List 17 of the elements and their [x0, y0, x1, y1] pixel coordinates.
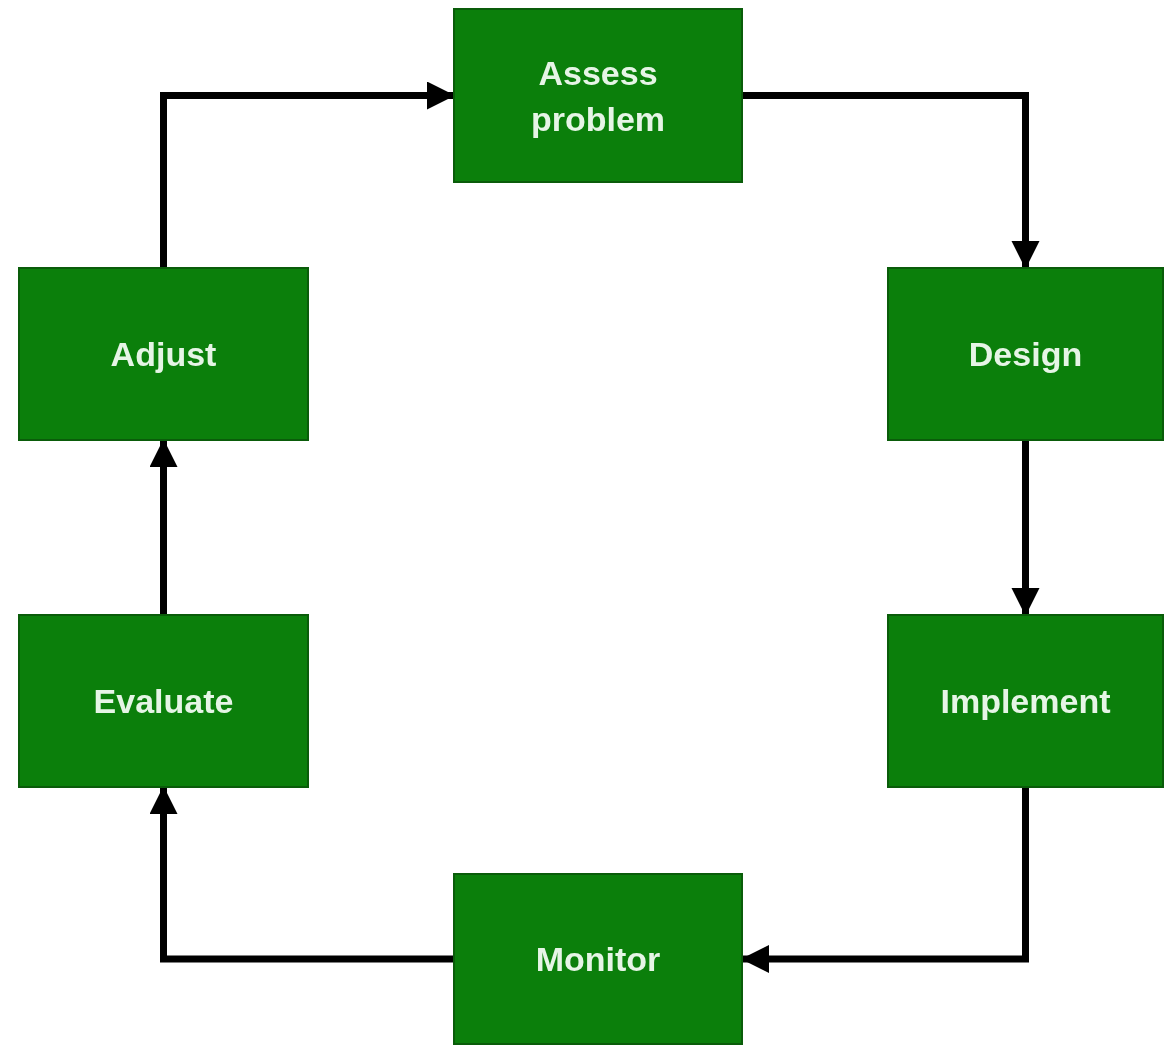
- process-box: [887, 267, 1164, 441]
- box-label: Design: [968, 334, 1083, 375]
- box-label: Monitor: [535, 939, 661, 980]
- process-box: [453, 873, 743, 1045]
- arrow: [149, 439, 178, 614]
- arrow: [160, 81, 455, 267]
- box-label: Evaluate: [93, 681, 234, 722]
- process-box: [453, 8, 743, 183]
- process-box: [887, 614, 1164, 788]
- box-label: Adjust: [110, 334, 217, 375]
- arrow: [1011, 441, 1040, 616]
- box-label: Implement: [940, 681, 1111, 722]
- arrow: [743, 92, 1040, 269]
- process-box: [18, 614, 309, 788]
- process-box: [18, 267, 309, 441]
- arrow: [149, 786, 453, 963]
- box-label: Assess problem: [529, 52, 667, 140]
